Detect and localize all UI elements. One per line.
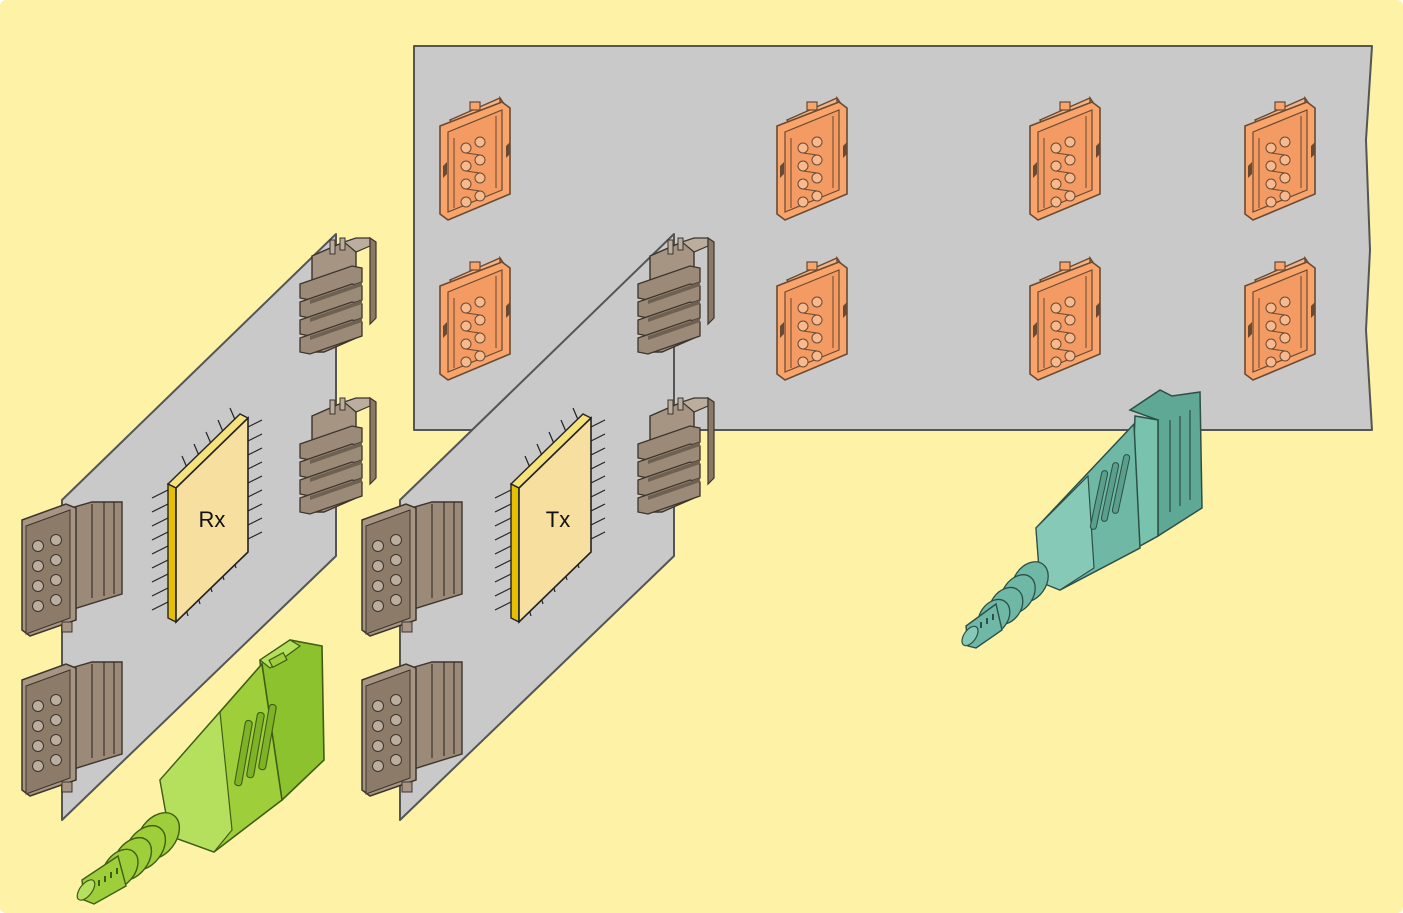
tx-chip-label: Tx (546, 507, 570, 532)
rx-chip-label: Rx (199, 507, 226, 532)
